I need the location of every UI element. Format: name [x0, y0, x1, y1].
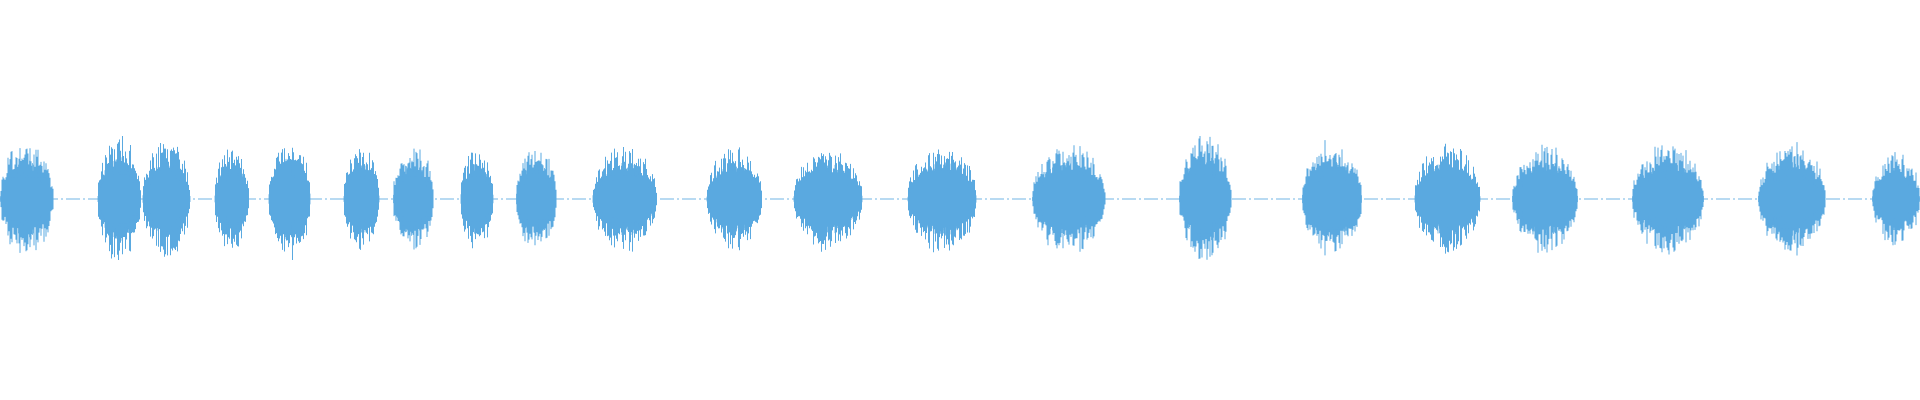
waveform-burst-core	[1414, 163, 1481, 235]
waveform-burst-core	[1758, 162, 1826, 236]
waveform-burst	[214, 149, 249, 248]
waveform-burst-core	[214, 163, 249, 235]
waveform-burst-core	[1179, 156, 1232, 242]
waveform-burst	[1302, 140, 1362, 256]
waveform-burst	[268, 147, 311, 260]
waveform-burst-core	[268, 158, 311, 240]
waveform-burst	[343, 149, 380, 250]
waveform-burst	[460, 152, 494, 249]
waveform-burst-core	[1302, 160, 1362, 238]
waveform-burst	[393, 148, 434, 250]
waveform-burst-core	[1512, 162, 1578, 236]
waveform-layer	[0, 136, 1920, 260]
waveform-burst-core	[1032, 162, 1106, 236]
waveform-burst	[1872, 152, 1920, 246]
waveform-burst-core	[0, 160, 54, 238]
waveform-burst-core	[907, 162, 977, 236]
waveform-burst	[592, 147, 657, 252]
waveform-burst-core	[706, 163, 762, 235]
waveform-burst	[1414, 143, 1481, 254]
waveform-burst	[1179, 136, 1232, 260]
waveform-burst	[907, 149, 977, 253]
waveform-burst-core	[460, 164, 494, 234]
waveform-burst	[793, 152, 863, 252]
waveform-burst	[97, 136, 141, 260]
waveform-burst	[1512, 144, 1578, 253]
waveform-burst-core	[592, 162, 657, 236]
waveform-burst-core	[393, 162, 434, 236]
waveform-burst	[1032, 145, 1106, 252]
waveform-burst-core	[343, 165, 380, 233]
waveform-burst-core	[516, 164, 557, 234]
waveform-burst-core	[1632, 162, 1704, 236]
waveform-burst	[516, 151, 557, 246]
waveform-burst	[1632, 145, 1704, 255]
waveform-burst	[706, 147, 762, 251]
waveform-burst-core	[142, 160, 191, 238]
waveform-burst-core	[1872, 168, 1920, 230]
waveform-burst-core	[97, 157, 141, 241]
waveform-burst-core	[793, 164, 863, 234]
waveform-burst	[142, 143, 191, 257]
waveform-burst	[0, 148, 54, 253]
waveform-burst	[1758, 142, 1826, 256]
